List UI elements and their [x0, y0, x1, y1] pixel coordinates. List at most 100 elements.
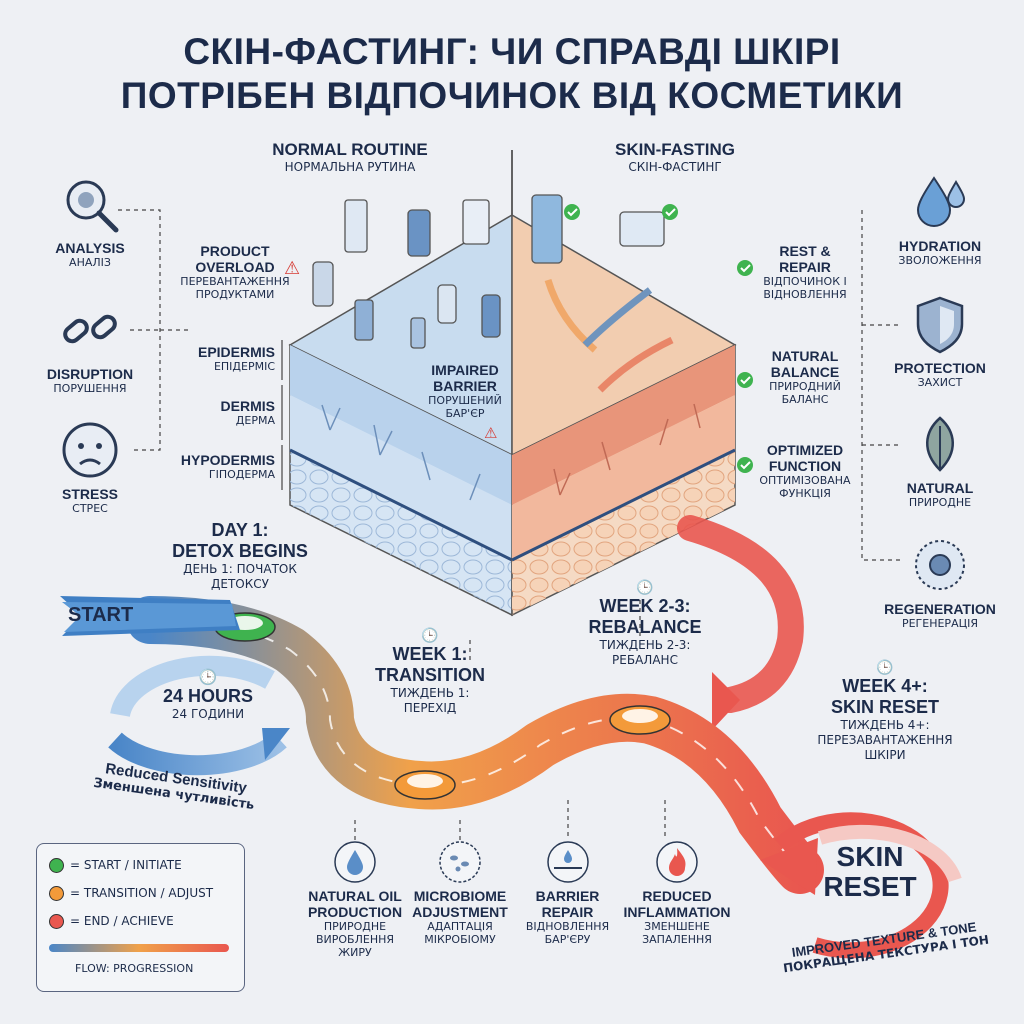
- week23-ua-2: РЕБАЛАНС: [612, 653, 678, 667]
- fasting-title: SKIN-FASTING: [615, 140, 735, 159]
- legend-start-dot: [49, 858, 64, 873]
- week23-en-1: WEEK 2-3:: [599, 596, 691, 616]
- hydration-label: HYDRATION: [898, 238, 982, 254]
- overload-ua-1: ПЕРЕВАНТАЖЕННЯ: [180, 275, 290, 288]
- benefit-1-ua-1: ВІДПОЧИНОК І: [763, 275, 847, 288]
- normal-subtitle: НОРМАЛЬНА РУТИНА: [284, 160, 416, 174]
- fasting-subtitle: СКІН-ФАСТИНГ: [628, 160, 722, 174]
- week4-ua-1: ТИЖДЕНЬ 4+:: [840, 718, 930, 732]
- oil-en-2: PRODUCTION: [307, 904, 403, 920]
- benefit-3-en-2: FUNCTION: [768, 458, 842, 474]
- normal-title: NORMAL ROUTINE: [272, 140, 428, 159]
- oil-ua-3: ЖИРУ: [338, 946, 372, 959]
- legend-flow-bar: [49, 944, 229, 952]
- clock-icon-week23: 🕒: [636, 580, 654, 596]
- benefit-3-ua-2: ФУНКЦІЯ: [779, 487, 831, 500]
- week23-en-2: REBALANCE: [588, 617, 702, 637]
- inflammation-ua-1: ЗМЕНШЕНЕ: [644, 920, 710, 933]
- vessel-line-left: [289, 448, 513, 562]
- epidermis-band-left: [290, 345, 512, 505]
- legend-end-dot: [49, 914, 64, 929]
- legend-transition: = TRANSITION / ADJUST: [49, 886, 213, 901]
- magnifier-icon: [66, 180, 119, 233]
- benefit-1-en-2: REPAIR: [779, 259, 831, 275]
- left-item-stress: STRESS СТРЕС: [30, 418, 150, 515]
- hours-ua: 24 ГОДИНИ: [171, 707, 245, 721]
- protection-label-ua: ЗАХИСТ: [917, 376, 963, 389]
- benefit-rest-repair: REST & REPAIR ВІДПОЧИНОК І ВІДНОВЛЕННЯ: [755, 243, 855, 301]
- day1-label: DAY 1: DETOX BEGINS ДЕНЬ 1: ПОЧАТОК ДЕТО…: [150, 520, 330, 592]
- week4-en-2: SKIN RESET: [830, 697, 940, 717]
- skin-reset-line-2: RESET: [823, 871, 917, 902]
- inflammation-ua-2: ЗАПАЛЕННЯ: [642, 933, 712, 946]
- microbiome-en-1: MICROBIOME: [413, 888, 507, 904]
- disruption-label-ua: ПОРУШЕННЯ: [53, 382, 127, 395]
- vessel-line-right: [511, 448, 736, 562]
- title-line-1: СКІН-ФАСТИНГ: ЧИ СПРАВДІ ШКІРІ: [183, 31, 841, 72]
- dermis-label: DERMIS: [220, 398, 275, 414]
- week23-label: 🕒 WEEK 2-3: REBALANCE ТИЖДЕНЬ 2-3: РЕБАЛ…: [565, 580, 725, 668]
- impaired-barrier-label: IMPAIRED BARRIER ПОРУШЕНИЙ БАР'ЄР: [415, 362, 515, 420]
- inflammation-en-2: INFLAMMATION: [623, 904, 731, 920]
- day1-en-1: DAY 1:: [211, 520, 269, 540]
- week1-en-2: TRANSITION: [375, 665, 485, 685]
- hypodermis-label-ua: ГІПОДЕРМА: [208, 468, 275, 481]
- week1-ua-2: ПЕРЕХІД: [403, 701, 457, 715]
- day1-ua-2: ДЕТОКСУ: [211, 577, 269, 591]
- impaired-en-1: IMPAIRED: [431, 362, 499, 378]
- overload-en-1: PRODUCT: [200, 243, 270, 259]
- bottom-item-oil: NATURAL OIL PRODUCTION ПРИРОДНЕ ВИРОБЛЕН…: [290, 840, 420, 959]
- week4-ua-3: ШКІРИ: [864, 748, 906, 762]
- dermis-band-right: [512, 395, 735, 560]
- benefit-2-en-1: NATURAL: [771, 348, 839, 364]
- week4-en-1: WEEK 4+:: [842, 676, 928, 696]
- water-drops-icon: [916, 176, 966, 227]
- week1-en-1: WEEK 1:: [392, 644, 468, 664]
- legend-start-text: = START / INITIATE: [70, 858, 182, 872]
- legend-end: = END / ACHIEVE: [49, 914, 174, 929]
- hypodermis-band-right: [512, 450, 735, 615]
- layer-hypodermis: HYPODERMIS ГІПОДЕРМА: [165, 452, 275, 481]
- hours-cycle-top: [110, 655, 275, 718]
- microbiome-ua-1: АДАПТАЦІЯ: [427, 920, 493, 933]
- dermis-label-ua: ДЕРМА: [235, 414, 275, 427]
- natural-label-ua: ПРИРОДНЕ: [908, 496, 972, 509]
- barrier-en-2: REPAIR: [541, 904, 594, 920]
- analysis-label-ua: АНАЛІЗ: [69, 256, 111, 269]
- oil-drop-icon: [334, 841, 376, 883]
- warning-icon-barrier: ⚠: [484, 424, 498, 442]
- barrier-ua-2: БАР'ЄРУ: [544, 933, 591, 946]
- microbiome-ua-2: МІКРОБІОМУ: [424, 933, 496, 946]
- flow-arrow-2: [582, 287, 653, 348]
- week23-ua-1: ТИЖДЕНЬ 2-3:: [599, 638, 691, 652]
- flow-arrow-3: [597, 336, 674, 393]
- benefit-1-en-1: REST &: [779, 243, 831, 259]
- microbiome-icon: [439, 841, 481, 883]
- barrier-ua-1: ВІДНОВЛЕННЯ: [525, 920, 610, 933]
- right-item-natural: NATURAL ПРИРОДНЕ: [880, 412, 1000, 509]
- left-item-disruption: DISRUPTION ПОРУШЕННЯ: [30, 298, 150, 395]
- fasting-header: SKIN-FASTING СКІН-ФАСТИНГ: [555, 140, 795, 174]
- epidermis-band-right: [512, 345, 735, 505]
- right-item-regeneration: REGENERATION РЕГЕНЕРАЦІЯ: [872, 533, 1008, 630]
- shield-icon: [916, 296, 964, 354]
- benefit-2-ua-1: ПРИРОДНИЙ: [769, 380, 841, 393]
- product-overload-label: PRODUCT OVERLOAD ПЕРЕВАНТАЖЕННЯ ПРОДУКТА…: [165, 243, 305, 301]
- bottom-item-microbiome: MICROBIOME ADJUSTMENT АДАПТАЦІЯ МІКРОБІО…: [395, 840, 525, 946]
- clock-icon-week1: 🕒: [421, 628, 439, 644]
- layer-epidermis: EPIDERMIS ЕПІДЕРМІС: [175, 344, 275, 373]
- stress-label-ua: СТРЕС: [72, 502, 108, 515]
- regeneration-label: REGENERATION: [884, 601, 996, 617]
- benefit-2-ua-2: БАЛАНС: [781, 393, 829, 406]
- day1-en-2: DETOX BEGINS: [172, 541, 308, 561]
- disruption-label: DISRUPTION: [46, 366, 134, 382]
- day1-ua-1: ДЕНЬ 1: ПОЧАТОК: [183, 562, 297, 576]
- week4-label: 🕒 WEEK 4+: SKIN RESET ТИЖДЕНЬ 4+: ПЕРЕЗА…: [800, 660, 970, 763]
- legend: = START / INITIATE = TRANSITION / ADJUST…: [36, 843, 245, 992]
- barrier-en-1: BARRIER: [535, 888, 600, 904]
- check-icon: [564, 204, 753, 473]
- fasting-jar: [619, 211, 665, 247]
- clock-icon-week4: 🕒: [876, 660, 894, 676]
